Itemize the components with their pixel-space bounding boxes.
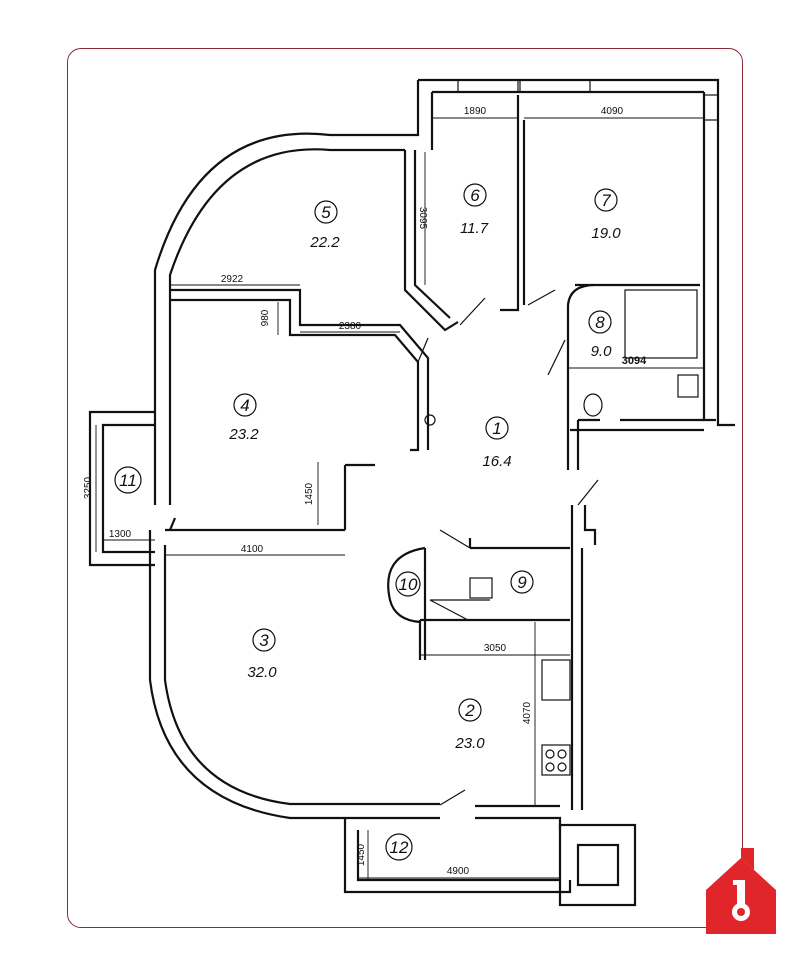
svg-text:11.7: 11.7	[460, 220, 489, 237]
room-label-11: 11	[114, 466, 142, 494]
svg-text:12: 12	[390, 838, 409, 857]
wall-curve-5-inner	[168, 148, 405, 300]
dim-label: 4900	[447, 866, 470, 877]
dim-label: 1890	[464, 106, 487, 117]
shaft-inner	[576, 843, 620, 887]
door-swing	[577, 479, 599, 506]
kitchen-stove	[541, 744, 571, 776]
dim-label: 1300	[109, 529, 132, 540]
wall-right	[702, 92, 735, 427]
wall-5-4	[170, 288, 430, 452]
svg-text:19.0: 19.0	[591, 225, 621, 242]
room-label-10: 10	[395, 571, 421, 597]
room-label-2: 2 23.0	[454, 698, 485, 752]
stove-burner	[557, 762, 567, 772]
dim-label: 3250	[83, 476, 94, 499]
svg-text:11: 11	[119, 471, 137, 490]
stove-burner	[557, 749, 567, 759]
door-swing	[527, 289, 556, 306]
svg-text:9.0: 9.0	[591, 343, 613, 360]
wall-4-3	[165, 517, 345, 532]
house-key-icon	[706, 848, 776, 934]
dim-label: 1450	[304, 482, 315, 505]
svg-text:3: 3	[259, 631, 269, 650]
wall-4-1	[343, 463, 375, 530]
room-label-1: 1 16.4	[482, 416, 512, 470]
wall-curve-3-inner	[163, 545, 440, 806]
stove-burner	[545, 749, 555, 759]
dim-label: 3050	[484, 643, 507, 654]
room-label-9: 9	[510, 570, 534, 594]
wall-left-4	[153, 300, 172, 505]
door-swing	[439, 529, 471, 549]
room-label-5: 5 22.2	[309, 200, 340, 251]
window-top-1	[457, 79, 519, 93]
wall-6-7	[500, 95, 526, 312]
room-label-8: 8 9.0	[588, 310, 613, 360]
balcony-12	[343, 818, 572, 894]
room-label-12: 12	[385, 833, 413, 861]
door-swing	[459, 297, 486, 326]
svg-text:6: 6	[470, 186, 480, 205]
dim-label: 4100	[241, 544, 264, 555]
dim-label: 980	[260, 309, 271, 326]
dim-label: 3095	[417, 207, 428, 230]
wall-7-bottom	[566, 283, 700, 306]
dim-label: 1450	[356, 843, 367, 866]
stove-burner	[545, 762, 555, 772]
svg-text:2: 2	[464, 701, 475, 720]
stairs-10	[429, 599, 490, 621]
kitchen-sink	[541, 659, 571, 701]
room-label-3: 3 32.0	[247, 628, 277, 681]
dim-label: 3094	[622, 355, 647, 367]
svg-text:8: 8	[595, 313, 605, 332]
svg-text:5: 5	[321, 203, 331, 222]
window-right	[703, 94, 719, 121]
wall-right-lower	[570, 505, 597, 810]
door-swing	[417, 337, 429, 363]
shaft	[558, 823, 637, 907]
wall-curve-3-outer	[148, 530, 440, 820]
room-label-4: 4 23.2	[228, 393, 259, 443]
bathtub	[624, 289, 698, 359]
room-label-6: 6 11.7	[460, 183, 489, 237]
svg-text:7: 7	[601, 191, 611, 210]
sink-8	[677, 374, 699, 398]
bath-8-left	[566, 305, 580, 470]
window-top-2	[519, 79, 591, 93]
svg-text:9: 9	[517, 573, 527, 592]
svg-text:22.2: 22.2	[309, 234, 340, 251]
svg-text:1: 1	[492, 419, 501, 438]
wall-6-left	[403, 150, 459, 332]
cabinet-9	[469, 577, 493, 599]
door-swing	[439, 789, 466, 806]
wall-bottom-right	[475, 804, 562, 830]
wall-top-inner	[430, 90, 704, 150]
dim-label: 4090	[601, 106, 624, 117]
svg-text:32.0: 32.0	[247, 664, 277, 681]
bath-8-bottom	[570, 418, 704, 432]
wall-top	[408, 78, 720, 137]
svg-text:4: 4	[240, 396, 249, 415]
svg-text:10: 10	[399, 575, 418, 594]
svg-text:23.0: 23.0	[454, 735, 485, 752]
room-10	[387, 546, 427, 660]
door-swing	[547, 339, 566, 376]
plan-frame	[67, 48, 743, 928]
svg-text:16.4: 16.4	[482, 453, 511, 470]
room-label-7: 7 19.0	[591, 188, 621, 242]
wall-9-top	[468, 538, 570, 550]
column	[424, 414, 436, 426]
svg-text:23.2: 23.2	[228, 426, 259, 443]
wall-curve-5-outer	[153, 132, 408, 300]
dim-label: 4070	[522, 701, 533, 724]
toilet-8	[583, 393, 603, 417]
dim-label: 2922	[221, 274, 244, 285]
balcony-11	[88, 410, 155, 567]
dim-label: 2380	[339, 321, 362, 332]
